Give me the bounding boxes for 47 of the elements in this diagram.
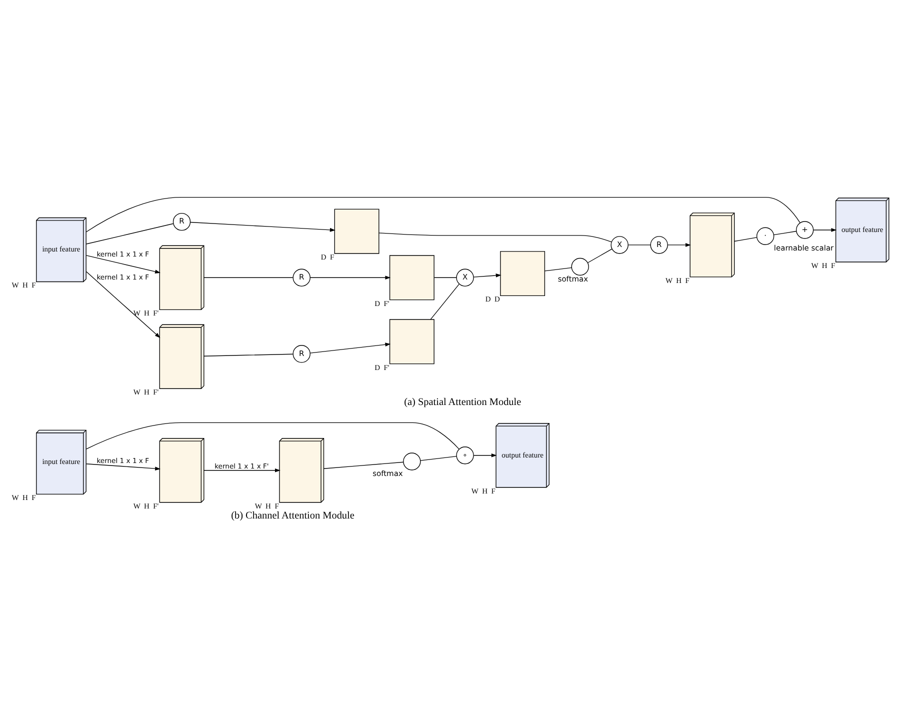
arrow: [86, 255, 161, 274]
connector: [204, 277, 294, 278]
label: (a) Spatial Attention Module: [404, 396, 522, 408]
arrow: [813, 228, 837, 232]
connector: [430, 284, 460, 320]
connector: [86, 223, 174, 244]
connector: [628, 244, 651, 246]
arrow: [204, 468, 280, 472]
node-box: [389, 255, 434, 300]
node-label: D D: [485, 294, 500, 304]
connector: [86, 196, 800, 232]
node-label: W H F': [133, 501, 159, 510]
node-label: D F': [374, 362, 390, 372]
node-label: W H F: [12, 493, 36, 502]
node-label: W H F': [133, 388, 159, 397]
connector: [378, 232, 612, 242]
node-label: W H F: [12, 280, 36, 290]
connector: [204, 354, 294, 356]
connector: [420, 456, 457, 461]
connector: [86, 422, 460, 450]
arrow: [310, 342, 391, 354]
arrow: [86, 464, 161, 470]
node-box: [334, 208, 380, 254]
node-label: W H F': [133, 308, 159, 318]
arrow: [473, 453, 497, 458]
connector: [434, 277, 457, 278]
arrow: [86, 271, 160, 338]
node-circle: [571, 258, 589, 276]
arrow: [310, 276, 391, 280]
label: (b) Channel Attention Module: [231, 510, 354, 522]
node-label: W H F: [665, 276, 690, 285]
node-label: D F: [320, 252, 334, 262]
connector: [734, 237, 758, 242]
connector: [587, 248, 612, 264]
connector: [323, 462, 404, 469]
arrow: [667, 243, 691, 247]
arrow: [473, 274, 502, 278]
node-box: [500, 251, 546, 296]
node-label: D F': [374, 298, 390, 308]
node-label: W H F: [254, 501, 279, 510]
connector: [544, 267, 572, 272]
node-label: W H F: [811, 260, 836, 270]
node-box: [389, 319, 434, 364]
node-circle: [403, 452, 421, 470]
connector: [774, 230, 797, 236]
node-label: W H F: [471, 486, 496, 496]
arrow: [190, 222, 336, 232]
